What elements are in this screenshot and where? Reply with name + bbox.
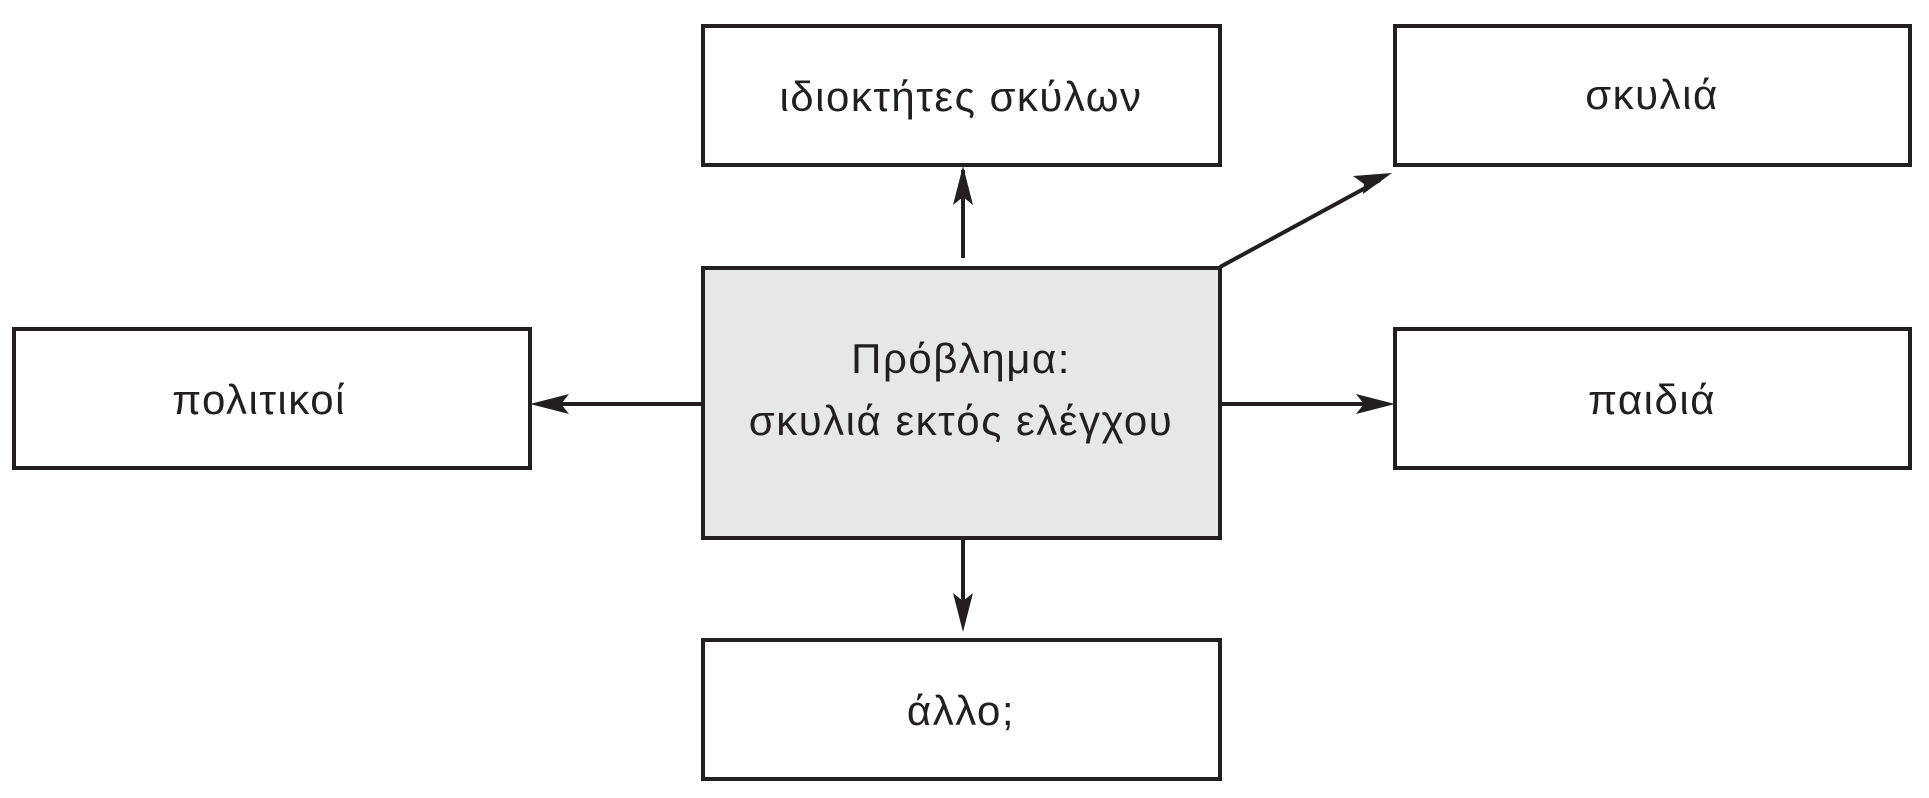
dogs-label: σκυλιά bbox=[1585, 71, 1719, 118]
children-label: παιδιά bbox=[1588, 376, 1716, 423]
arrowhead-dog-owners bbox=[953, 166, 973, 205]
node-dogs: σκυλιά bbox=[1393, 24, 1912, 167]
politicians-label: πολιτικοί bbox=[172, 376, 346, 423]
dog-owners-box bbox=[701, 24, 1222, 167]
dogs-box bbox=[1393, 24, 1912, 167]
center-problem-line2: σκυλιά εκτός ελέγχου bbox=[749, 397, 1173, 444]
dog-owners-label: ιδιοκτήτες σκύλων bbox=[779, 73, 1142, 120]
children-box bbox=[1393, 327, 1912, 470]
arrowhead-children bbox=[1356, 394, 1395, 414]
center-problem-line1: Πρόβλημα: bbox=[851, 335, 1071, 382]
node-children: παιδιά bbox=[1393, 327, 1912, 470]
arrowhead-other bbox=[953, 593, 973, 632]
other-box bbox=[701, 638, 1222, 781]
center-problem-node: Πρόβλημα: σκυλιά εκτός ελέγχου bbox=[701, 266, 1222, 540]
center-problem-box bbox=[701, 266, 1222, 540]
connectors bbox=[530, 166, 1395, 632]
arrow-to-dogs bbox=[1219, 178, 1381, 269]
other-label: άλλο; bbox=[907, 687, 1015, 734]
arrowhead-politicians bbox=[530, 394, 569, 414]
politicians-box bbox=[12, 327, 532, 470]
arrowhead-dogs bbox=[1353, 173, 1392, 194]
node-politicians: πολιτικοί bbox=[12, 327, 532, 470]
node-other: άλλο; bbox=[701, 638, 1222, 781]
node-dog-owners: ιδιοκτήτες σκύλων bbox=[701, 24, 1222, 167]
